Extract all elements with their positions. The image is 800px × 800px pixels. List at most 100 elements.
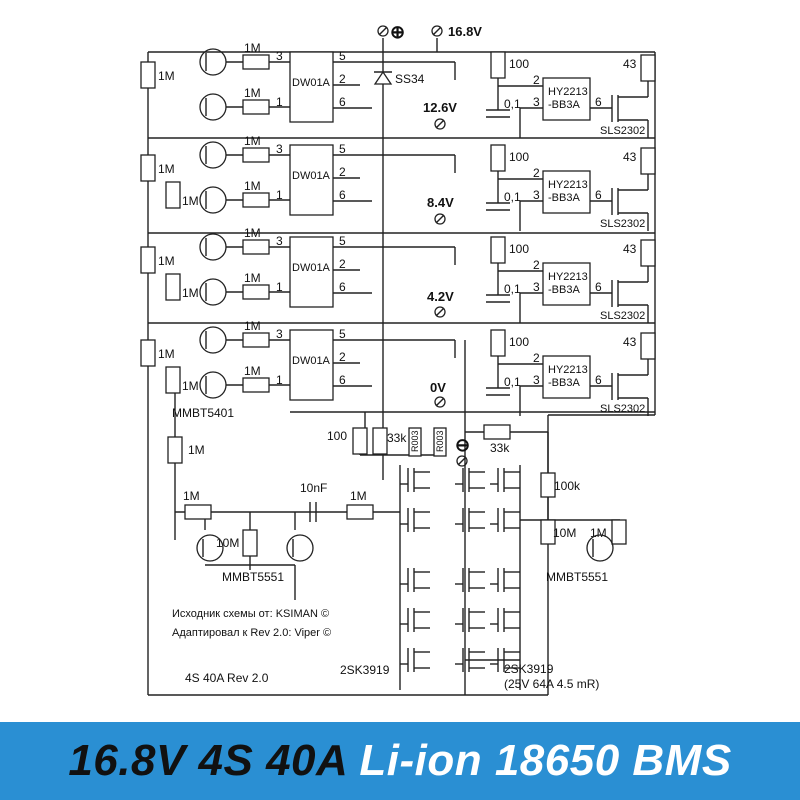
pin-label: 5 <box>339 234 346 248</box>
resistor-left <box>140 246 156 274</box>
rail-8-4v-label: 8.4V <box>427 195 454 210</box>
resistor-left <box>140 154 156 182</box>
dw01a-ic-label: DW01A <box>292 77 331 89</box>
hy2213-ic <box>542 262 591 306</box>
svg-text:R003: R003 <box>435 430 445 452</box>
resistor-43 <box>640 147 656 175</box>
resistor-bottom-label: 1M <box>244 271 261 285</box>
title-banner: 16.8V 4S 40A Li-ion 18650 BMS <box>0 722 800 800</box>
resistor-top <box>242 332 270 348</box>
pin-label: 2 <box>339 72 346 86</box>
pin-label: 3 <box>276 49 283 63</box>
power-mosfet-left-4 <box>400 608 430 632</box>
power-mosfet-mid-2 <box>455 508 485 532</box>
npn-right-label: MMBT5551 <box>546 570 608 584</box>
capacitor-label: 0,1 <box>504 190 521 204</box>
pnp-transistor-top <box>199 326 227 354</box>
resistor-bottom-label: 1M <box>244 179 261 193</box>
power-mosfet-right-4 <box>490 608 520 632</box>
pin-label: 6 <box>595 373 602 387</box>
pin-label: 2 <box>533 166 540 180</box>
power-mosfet-left-3 <box>400 568 430 592</box>
pin-label: 6 <box>595 95 602 109</box>
dw01a-ic <box>289 236 334 308</box>
resistor-left-2-label: 1M <box>182 194 199 208</box>
svg-text:10M: 10M <box>216 536 239 550</box>
capacitor-label: 0,1 <box>504 97 521 111</box>
hy2213-ic-label-1: HY2213 <box>548 86 588 98</box>
resistor-100 <box>490 144 506 172</box>
credits: Исходник схемы от: KSIMAN © Адаптировал … <box>172 608 331 685</box>
resistor-left-2 <box>165 273 181 301</box>
resistor-top <box>242 239 270 255</box>
mosfet-label: SLS2302 <box>600 403 645 415</box>
svg-text:33k: 33k <box>387 431 407 445</box>
resistor-43 <box>640 239 656 267</box>
pin-label: 3 <box>276 142 283 156</box>
pin-label: 6 <box>339 280 346 294</box>
dw01a-ic-label: DW01A <box>292 355 331 367</box>
hy2213-ic <box>542 170 591 214</box>
banner-product-text: Li-ion 18650 BMS <box>359 736 732 785</box>
pnp-transistor-bottom <box>199 186 227 214</box>
hy2213-ic-label-1: HY2213 <box>548 179 588 191</box>
dw01a-ic-label: DW01A <box>292 262 331 274</box>
svg-text:10nF: 10nF <box>300 481 327 495</box>
hy2213-ic-label-2: -BB3A <box>548 377 580 389</box>
resistor-43-label: 43 <box>623 335 637 349</box>
pin-label: 1 <box>276 188 283 202</box>
pnp-transistor-top <box>199 48 227 76</box>
resistor-left-2 <box>165 366 181 394</box>
rail-0v-label: 0V <box>430 380 446 395</box>
pin-label: 6 <box>339 373 346 387</box>
resistor-100-label: 100 <box>509 150 529 164</box>
banner-spec-text: 16.8V 4S 40A <box>68 736 360 785</box>
pin-label: 2 <box>339 165 346 179</box>
credit-line-2: Адаптировал к Rev 2.0: Viper © <box>172 627 331 639</box>
dw01a-ic-label: DW01A <box>292 170 331 182</box>
resistor-left-label: 1M <box>158 69 175 83</box>
resistor-left-label: 1M <box>158 162 175 176</box>
mosfet-label: SLS2302 <box>600 218 645 230</box>
resistor-43-label: 43 <box>623 242 637 256</box>
resistor-100-label: 100 <box>509 242 529 256</box>
pin-label: 5 <box>339 49 346 63</box>
credit-line-1: Исходник схемы от: KSIMAN © <box>172 608 329 620</box>
pnp-transistor-bottom <box>199 278 227 306</box>
fet-spec-label: (25V 64A 4.5 mR) <box>504 677 599 691</box>
plus-terminal-label: ⊕ <box>390 22 405 42</box>
svg-text:10M: 10M <box>553 526 576 540</box>
resistor-top <box>242 147 270 163</box>
resistor-bottom <box>242 99 270 115</box>
resistor-43 <box>640 54 656 82</box>
hy2213-ic-label-2: -BB3A <box>548 99 580 111</box>
pin-label: 5 <box>339 327 346 341</box>
svg-text:33k: 33k <box>490 441 510 455</box>
resistor-left <box>140 339 156 367</box>
pin-label: 3 <box>533 373 540 387</box>
resistor-43-label: 43 <box>623 57 637 71</box>
svg-text:1M: 1M <box>350 489 367 503</box>
mosfet-label: SLS2302 <box>600 310 645 322</box>
power-mosfet-right-2 <box>490 508 520 532</box>
power-mosfet-left-1 <box>400 468 430 492</box>
pnp-transistor-bottom <box>199 371 227 399</box>
lower-section: MMBT5401 1M 1M 10M 10nF 1M MMBT5551 100 … <box>167 406 627 691</box>
resistor-bottom <box>242 377 270 393</box>
pin-label: 6 <box>339 188 346 202</box>
pnp-transistor-label: MMBT5401 <box>172 406 234 420</box>
resistor-top-label: 1M <box>244 226 261 240</box>
fet-right-label: 2SK3919 <box>504 662 554 676</box>
pin-label: 3 <box>276 327 283 341</box>
hy2213-ic-label-1: HY2213 <box>548 364 588 376</box>
pnp-transistor-top <box>199 141 227 169</box>
capacitor-label: 0,1 <box>504 282 521 296</box>
resistor-left-label: 1M <box>158 347 175 361</box>
resistor-top-label: 1M <box>244 319 261 333</box>
resistor-top <box>242 54 270 70</box>
pin-label: 5 <box>339 142 346 156</box>
resistor-bottom-label: 1M <box>244 364 261 378</box>
